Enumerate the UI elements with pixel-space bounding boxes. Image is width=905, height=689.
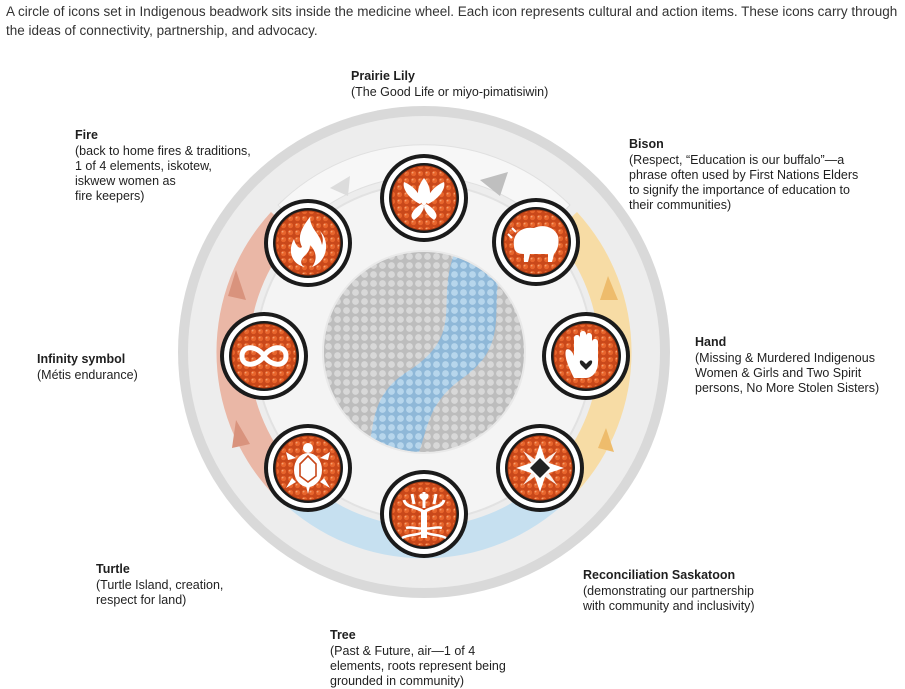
lily-icon — [380, 154, 468, 242]
intro-text: A circle of icons set in Indigenous bead… — [6, 4, 898, 38]
white-quadrant — [277, 144, 571, 229]
label-fire: Fire(back to home fires & traditions, 1 … — [75, 128, 251, 203]
label-bison: Bison(Respect, “Education is our buffalo… — [629, 137, 859, 212]
hand-icon — [542, 312, 630, 400]
label-tree: Tree(Past & Future, air—1 of 4 elements,… — [330, 628, 506, 688]
center-beadwork — [322, 250, 526, 454]
bison-icon — [492, 198, 580, 286]
label-hand: Hand(Missing & Murdered Indigenous Women… — [695, 335, 880, 395]
yellow-quadrant — [553, 212, 632, 492]
label-prairie-lily: Prairie Lily(The Good Life or miyo-pimat… — [351, 69, 549, 99]
infinity-icon — [220, 312, 308, 400]
label-reconciliation-saskatoon: Reconciliation Saskatoon(demonstrating o… — [583, 568, 755, 613]
turtle-icon — [264, 424, 352, 512]
blue-quadrant — [280, 477, 568, 559]
label-infinity-symbol: Infinity symbol(Métis endurance) — [37, 352, 138, 382]
star-icon — [496, 424, 584, 512]
fire-icon — [264, 199, 352, 287]
tree-icon — [380, 470, 468, 558]
label-turtle: Turtle(Turtle Island, creation, respect … — [96, 562, 224, 607]
